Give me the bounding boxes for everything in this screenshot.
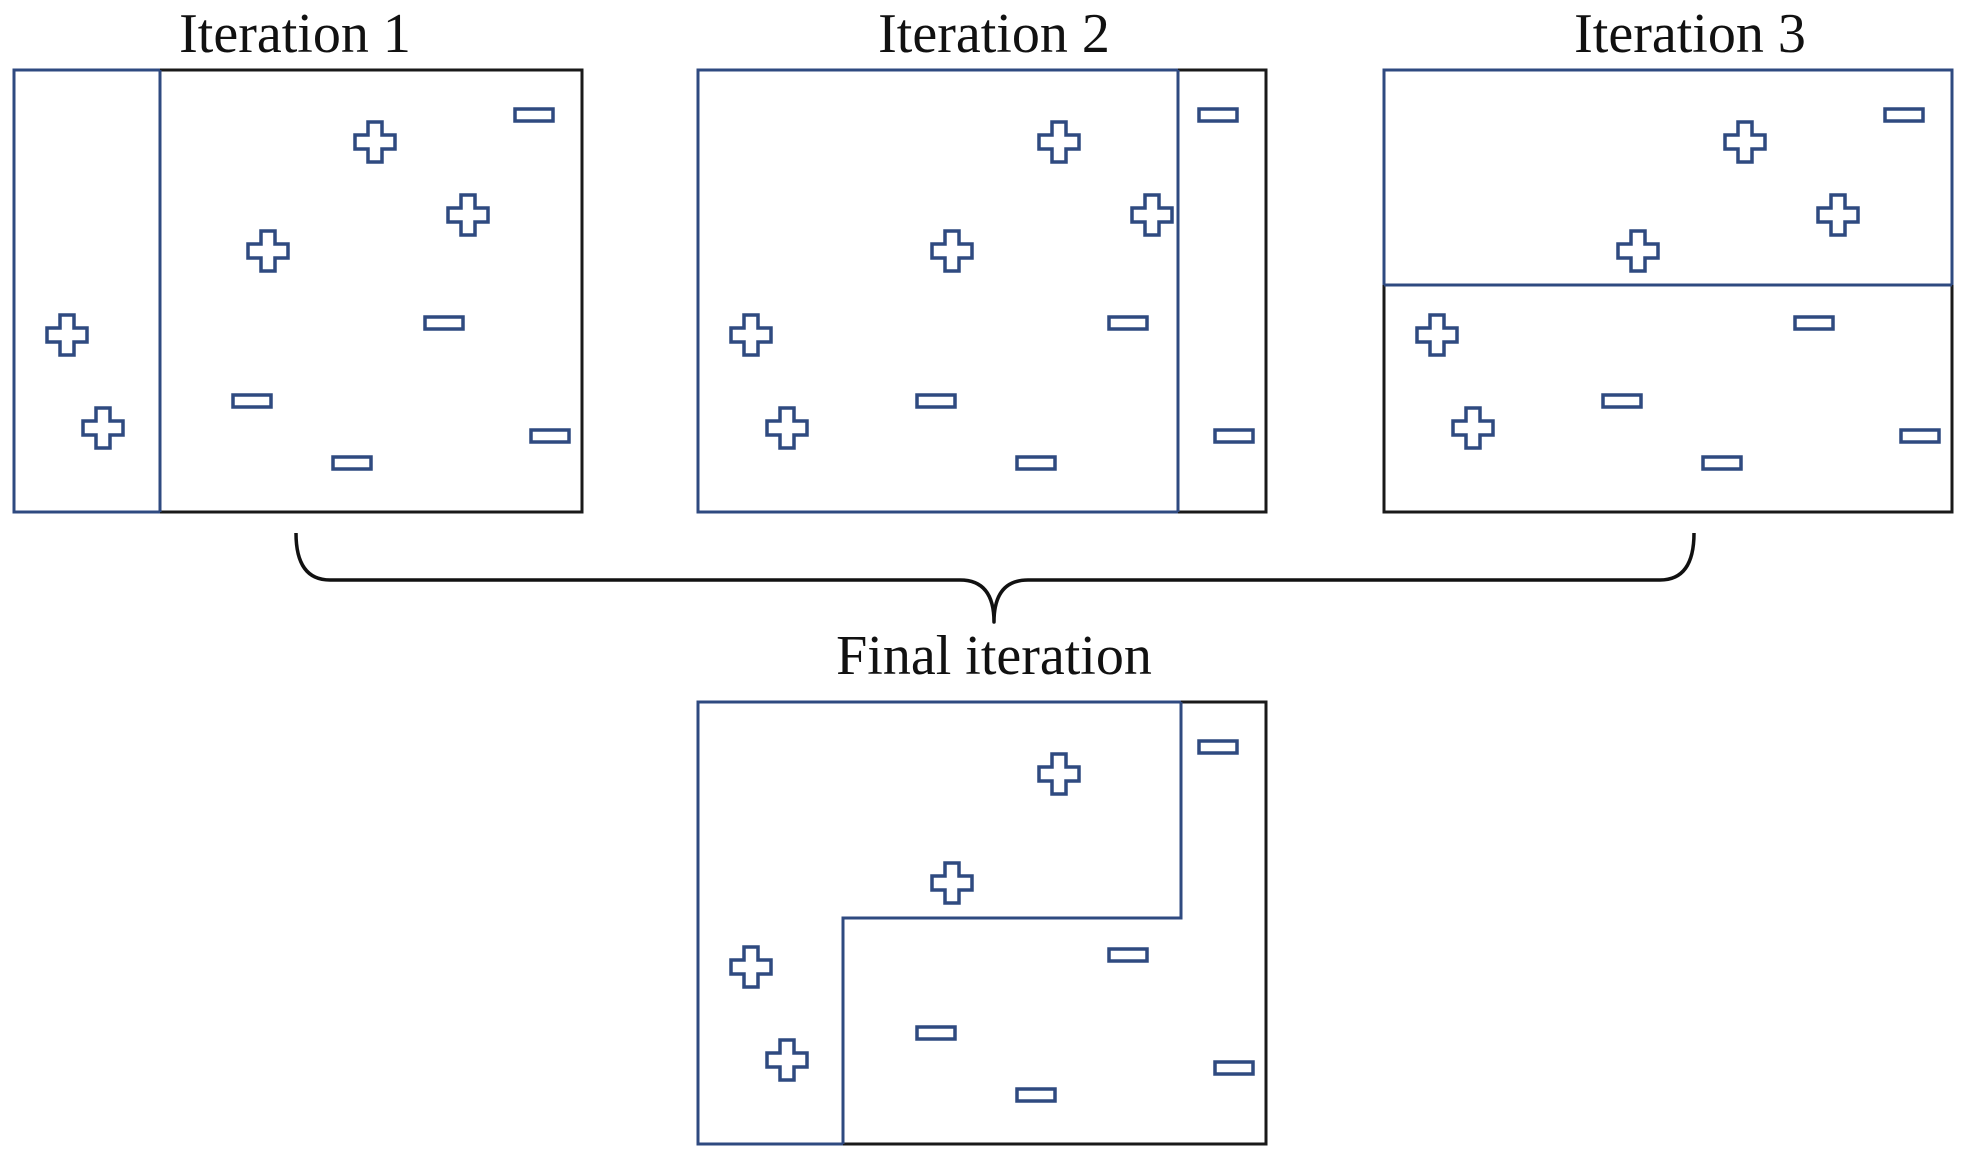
- plus-sign-icon: [930, 861, 974, 905]
- minus-sign-icon: [1213, 428, 1255, 444]
- panel-title-final-iteration: Final iteration: [836, 625, 1152, 687]
- decision-boundary: [841, 702, 1183, 1144]
- minus-sign-icon: [915, 393, 957, 409]
- minus-sign-icon: [915, 1025, 957, 1041]
- minus-sign-icon: [331, 455, 373, 471]
- plus-sign-icon: [1130, 193, 1174, 237]
- minus-sign-icon: [1107, 315, 1149, 331]
- panel-frame-region: [696, 68, 1178, 514]
- plus-sign-icon: [353, 120, 397, 164]
- minus-sign-icon: [529, 428, 571, 444]
- minus-sign-icon: [1015, 455, 1057, 471]
- minus-sign-icon: [1883, 107, 1925, 123]
- panel-frame-region: [12, 68, 160, 514]
- panel-frame-region: [1382, 68, 1954, 285]
- plus-sign-icon: [1415, 313, 1459, 357]
- sample-marks: [45, 107, 1941, 1103]
- panel-iteration-1: [12, 68, 584, 514]
- minus-sign-icon: [1793, 315, 1835, 331]
- plus-sign-icon: [930, 229, 974, 273]
- plus-sign-icon: [1451, 406, 1495, 450]
- panel-final-iteration: [696, 700, 1268, 1146]
- plus-sign-icon: [729, 313, 773, 357]
- minus-sign-icon: [1701, 455, 1743, 471]
- minus-sign-icon: [1197, 739, 1239, 755]
- plus-sign-icon: [45, 313, 89, 357]
- plus-sign-icon: [246, 229, 290, 273]
- plus-sign-icon: [1037, 120, 1081, 164]
- plus-sign-icon: [446, 193, 490, 237]
- panel-iteration-2: [696, 68, 1268, 514]
- minus-sign-icon: [1107, 947, 1149, 963]
- plus-sign-icon: [765, 406, 809, 450]
- minus-sign-icon: [1899, 428, 1941, 444]
- minus-sign-icon: [231, 393, 273, 409]
- plus-sign-icon: [1816, 193, 1860, 237]
- panel-title-iteration-1: Iteration 1: [179, 3, 411, 65]
- panel-title-iteration-2: Iteration 2: [878, 3, 1110, 65]
- plus-sign-icon: [81, 406, 125, 450]
- plus-sign-icon: [1037, 752, 1081, 796]
- plus-sign-icon: [765, 1038, 809, 1082]
- combine-brace: [294, 532, 1696, 624]
- minus-sign-icon: [1601, 393, 1643, 409]
- minus-sign-icon: [1015, 1087, 1057, 1103]
- panel-iteration-3: [1382, 68, 1954, 514]
- minus-sign-icon: [1213, 1060, 1255, 1076]
- minus-sign-icon: [1197, 107, 1239, 123]
- plus-sign-icon: [1723, 120, 1767, 164]
- panel-frame-region: [696, 700, 1181, 1146]
- panel-title-iteration-3: Iteration 3: [1574, 3, 1806, 65]
- plus-sign-icon: [729, 945, 773, 989]
- minus-sign-icon: [423, 315, 465, 331]
- plus-sign-icon: [1616, 229, 1660, 273]
- minus-sign-icon: [513, 107, 555, 123]
